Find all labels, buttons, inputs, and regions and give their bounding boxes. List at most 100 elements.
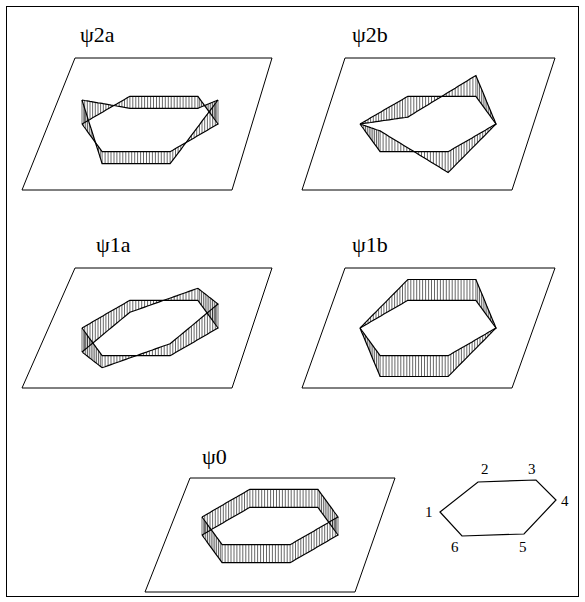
ribbon-stroke [141,300,142,308]
ribbon-stroke [392,138,393,152]
ribbon-stroke [295,542,296,560]
ribbon-stroke [111,356,112,365]
ribbon-stroke [440,280,441,301]
ribbon-stroke [427,356,428,377]
ribbon-stroke [248,545,249,563]
ribbon-stroke [311,532,312,550]
plane [302,58,555,190]
plane [302,268,555,388]
ribbon-stroke [422,280,423,301]
ribbon-stroke [247,491,248,509]
ribbon-stroke [466,141,467,154]
ribbon-stroke [314,489,315,507]
ribbon-stroke [380,356,381,377]
ribbon-stroke [413,280,414,301]
ribbon-stroke [469,343,470,355]
ribbon-stroke [121,305,122,319]
ribbon-stroke [425,280,426,301]
ribbon-stroke [378,130,379,149]
ribbon-stroke [239,495,240,513]
ribbon-stroke [189,96,190,108]
ribbon-stroke [180,335,181,350]
ribbon-stroke [199,290,200,303]
ribbon-stroke [427,152,428,160]
ribbon-stroke [298,540,299,558]
ribbon-stroke [389,136,390,151]
ribbon-stroke [381,306,382,315]
ribbon-stroke [119,356,120,362]
atom-number: 5 [519,540,527,555]
ribbon-stroke [311,489,312,507]
ribbon-stroke [472,77,473,96]
ribbon-stroke [202,517,203,535]
ribbon-stroke [108,356,109,366]
ribbon-stroke [95,102,96,116]
ribbon-stroke [410,96,411,115]
ribbon-stroke [202,317,203,337]
ribbon-stroke [475,280,476,301]
ribbon-stroke [207,114,208,130]
ribbon-stroke [252,489,253,507]
ribbon-stroke [197,288,198,300]
ribbon-stroke [167,152,168,164]
ribbon-stroke [399,288,400,305]
ribbon-stroke [100,103,101,113]
ribbon-stroke [183,333,184,348]
ribbon-stroke [287,545,288,563]
ribbon-stroke [386,356,387,377]
ribbon-stroke [374,129,375,144]
ribbon-stroke [134,152,135,164]
ribbon-stroke [383,133,384,152]
ribbon-stroke [236,497,237,515]
ribbon-stroke [436,356,437,377]
ribbon-stroke [479,84,480,101]
ribbon-edge [360,76,496,173]
ribbon-stroke [98,319,99,339]
ribbon-stroke [386,135,387,152]
ribbon-stroke [285,489,286,507]
ribbon-stroke [421,356,422,377]
ribbon-stroke [317,489,318,507]
ribbon-stroke [334,512,335,530]
ribbon-stroke [202,121,203,133]
ribbon-stroke [450,354,451,374]
ribbon-stroke [131,152,132,164]
ribbon-stroke [322,526,323,544]
ribbon-stroke [180,295,181,301]
ribbon-stroke [464,143,465,157]
ribbon-stroke [431,280,432,301]
ribbon-stroke [124,303,125,316]
ribbon-stroke [119,306,120,321]
ribbon-stroke [108,313,109,330]
ribbon-stroke [448,152,449,173]
ribbon-stroke [466,345,467,358]
ribbon-stroke [279,489,280,507]
ribbon-stroke [103,104,104,112]
ribbon-stroke [105,152,106,164]
ribbon-stroke [391,106,392,120]
ribbon-stroke [90,101,91,119]
ribbon-stroke [147,300,148,306]
orbital-label: ψ1b [352,234,388,256]
ribbon-stroke [416,280,417,301]
ribbon-edge [82,300,218,355]
ribbon-stroke [138,300,139,309]
ribbon-stroke [215,509,216,527]
ribbon-stroke [461,144,462,159]
ribbon-stroke [437,280,438,301]
ribbon-stroke [383,356,384,377]
ribbon-stroke [474,136,475,145]
ribbon-stroke [100,353,101,366]
ribbon-stroke [122,152,123,164]
ribbon-stroke [119,152,120,164]
atom-number: 4 [561,494,569,509]
ribbon-stroke [207,295,208,313]
ribbon-stroke [150,96,151,108]
ribbon-stroke [158,152,159,164]
ribbon-stroke [94,346,95,362]
ribbon-stroke [215,306,216,329]
ribbon-stroke [371,128,372,139]
ribbon-stroke [328,504,329,522]
ribbon-stroke [218,540,219,558]
